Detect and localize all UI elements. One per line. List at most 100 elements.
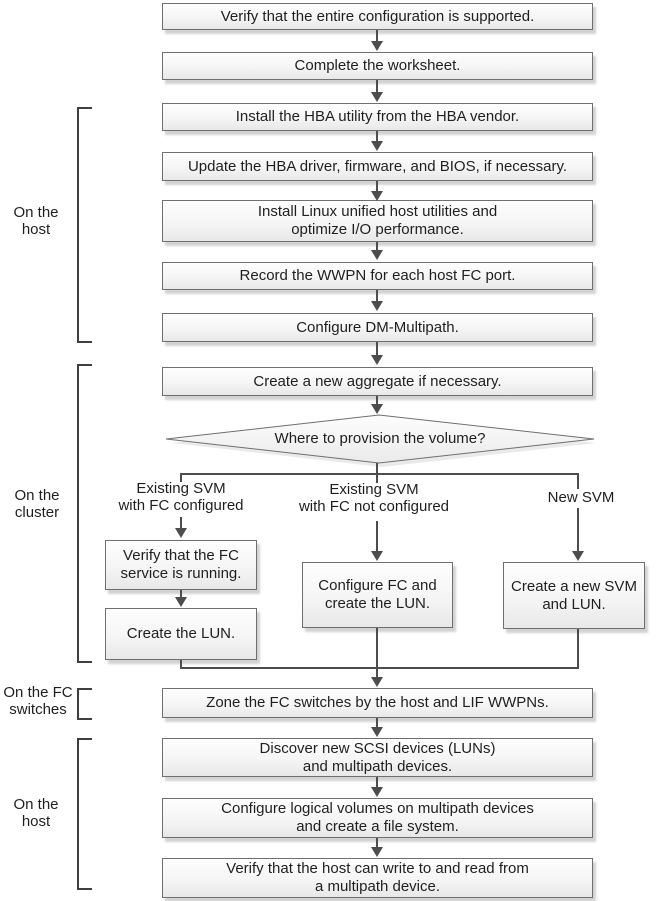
section-label-host-top: On the host xyxy=(0,204,72,238)
section-label-cluster: On the cluster xyxy=(0,487,74,521)
decision-question: Where to provision the volume? xyxy=(274,430,486,447)
arrow-down-icon xyxy=(371,551,383,561)
connector-line xyxy=(180,660,182,669)
step-text: Create a new SVM xyxy=(511,577,637,595)
arrow-down-icon xyxy=(371,41,383,51)
connector-line xyxy=(376,718,378,729)
step-text: Verify that the FC xyxy=(123,547,239,564)
step-text: Configure DM-Multipath. xyxy=(296,318,459,336)
step-complete-worksheet: Complete the worksheet. xyxy=(162,52,593,80)
section-label-text: host xyxy=(21,813,51,830)
step-text: Update the HBA driver, firmware, and BIO… xyxy=(187,157,568,175)
step-text: service is running. xyxy=(120,565,242,582)
branch-label-new-svm: New SVM xyxy=(531,489,631,506)
step-configure-fc-create-lun: Configure FC and create the LUN. xyxy=(302,562,453,628)
arrow-down-icon xyxy=(371,404,383,414)
arrow-down-icon xyxy=(371,141,383,151)
connector-line xyxy=(376,667,378,679)
connector-line xyxy=(376,396,378,405)
arrow-down-icon xyxy=(371,355,383,365)
step-discover-devices: Discover new SCSI devices (LUNs) and mul… xyxy=(162,738,593,777)
step-text: optimize I/O performance. xyxy=(291,221,464,238)
connector-line xyxy=(180,590,182,599)
branch-label-existing-svm-fc: Existing SVM with FC configured xyxy=(103,480,259,514)
connector-line xyxy=(376,30,378,42)
step-text: Create a new aggregate if necessary. xyxy=(253,372,502,390)
connector-line xyxy=(376,628,378,669)
step-text: a multipath device. xyxy=(314,878,441,895)
step-configure-dm-multipath: Configure DM-Multipath. xyxy=(162,313,593,342)
connector-line xyxy=(376,181,378,192)
connector-line xyxy=(376,777,378,789)
connector-line xyxy=(577,508,579,552)
connector-line xyxy=(376,131,378,142)
arrow-down-icon xyxy=(175,597,187,607)
step-text: Discover new SCSI devices (LUNs) xyxy=(259,739,496,757)
step-text: Configure FC and xyxy=(318,577,437,594)
branch-split-line xyxy=(180,473,579,475)
arrow-down-icon xyxy=(572,551,584,561)
connector-line xyxy=(376,242,378,252)
step-create-svm-lun: Create a new SVM and LUN. xyxy=(503,562,645,629)
step-text: and LUN. xyxy=(542,595,606,613)
section-label-host-bottom: On the host xyxy=(0,796,72,830)
step-text: Zone the FC switches by the host and LIF… xyxy=(206,694,549,711)
branch-label-text: Existing SVM xyxy=(329,481,419,498)
connector-line xyxy=(180,517,182,529)
bracket-on-the-cluster xyxy=(77,364,92,663)
connector-line xyxy=(376,290,378,302)
step-text: and create a file system. xyxy=(296,818,459,835)
step-text: Complete the worksheet. xyxy=(294,57,461,74)
branch-label-text: Existing SVM xyxy=(136,480,226,497)
diamond-shape xyxy=(166,414,595,464)
connector-line xyxy=(376,342,378,356)
arrow-down-icon xyxy=(371,847,383,857)
section-label-text: host xyxy=(21,221,51,238)
step-text: Install Linux unified host utilities and xyxy=(257,203,498,220)
step-text: Create the LUN. xyxy=(126,625,236,642)
step-text: Install the HBA utility from the HBA ven… xyxy=(235,108,520,125)
step-text: create the LUN. xyxy=(324,595,431,612)
step-verify-fc-service: Verify that the FC service is running. xyxy=(105,540,257,590)
arrow-down-icon xyxy=(175,528,187,538)
section-label-text: switches xyxy=(9,701,67,718)
branch-label-text: New SVM xyxy=(547,489,615,506)
arrow-down-icon xyxy=(371,92,383,102)
arrow-down-icon xyxy=(371,191,383,201)
connector-line xyxy=(577,629,579,669)
arrow-down-icon xyxy=(371,677,383,687)
connector-line xyxy=(376,838,378,849)
connector-line xyxy=(577,473,579,489)
step-create-aggregate: Create a new aggregate if necessary. xyxy=(162,367,593,396)
branch-label-text: with FC not configured xyxy=(298,498,450,515)
connector-line xyxy=(376,521,378,552)
step-install-hba-utility: Install the HBA utility from the HBA ven… xyxy=(162,103,593,131)
step-text: Record the WWPN for each host FC port. xyxy=(239,267,516,284)
step-update-hba: Update the HBA driver, firmware, and BIO… xyxy=(162,152,593,181)
bracket-on-the-host-bottom xyxy=(77,738,92,890)
decision-diamond xyxy=(166,414,596,467)
section-label-text: cluster xyxy=(14,504,60,521)
step-verify-supported: Verify that the entire configuration is … xyxy=(162,3,593,30)
bracket-on-the-host-top xyxy=(77,107,92,343)
step-text: and multipath devices. xyxy=(302,757,453,775)
step-verify-write-read: Verify that the host can write to and re… xyxy=(162,858,593,898)
bracket-on-the-fc-switches xyxy=(77,688,92,720)
connector-line xyxy=(376,80,378,93)
step-create-lun: Create the LUN. xyxy=(105,608,257,660)
arrow-down-icon xyxy=(371,250,383,260)
section-label-text: On the xyxy=(13,796,59,813)
branch-label-text: with FC configured xyxy=(118,497,244,514)
section-label-text: On the xyxy=(13,204,59,221)
step-record-wwpn: Record the WWPN for each host FC port. xyxy=(162,262,593,290)
branch-merge-line xyxy=(180,667,579,669)
section-label-fc-switches: On the FC switches xyxy=(0,684,76,718)
branch-label-existing-svm-no-fc: Existing SVM with FC not configured xyxy=(290,481,458,515)
arrow-down-icon xyxy=(371,727,383,737)
step-zone-switches: Zone the FC switches by the host and LIF… xyxy=(162,688,593,718)
arrow-down-icon xyxy=(371,787,383,797)
section-label-text: On the xyxy=(14,487,60,504)
step-text: Verify that the host can write to and re… xyxy=(226,860,529,877)
connector-line xyxy=(180,473,182,482)
step-text: Configure logical volumes on multipath d… xyxy=(221,800,534,817)
